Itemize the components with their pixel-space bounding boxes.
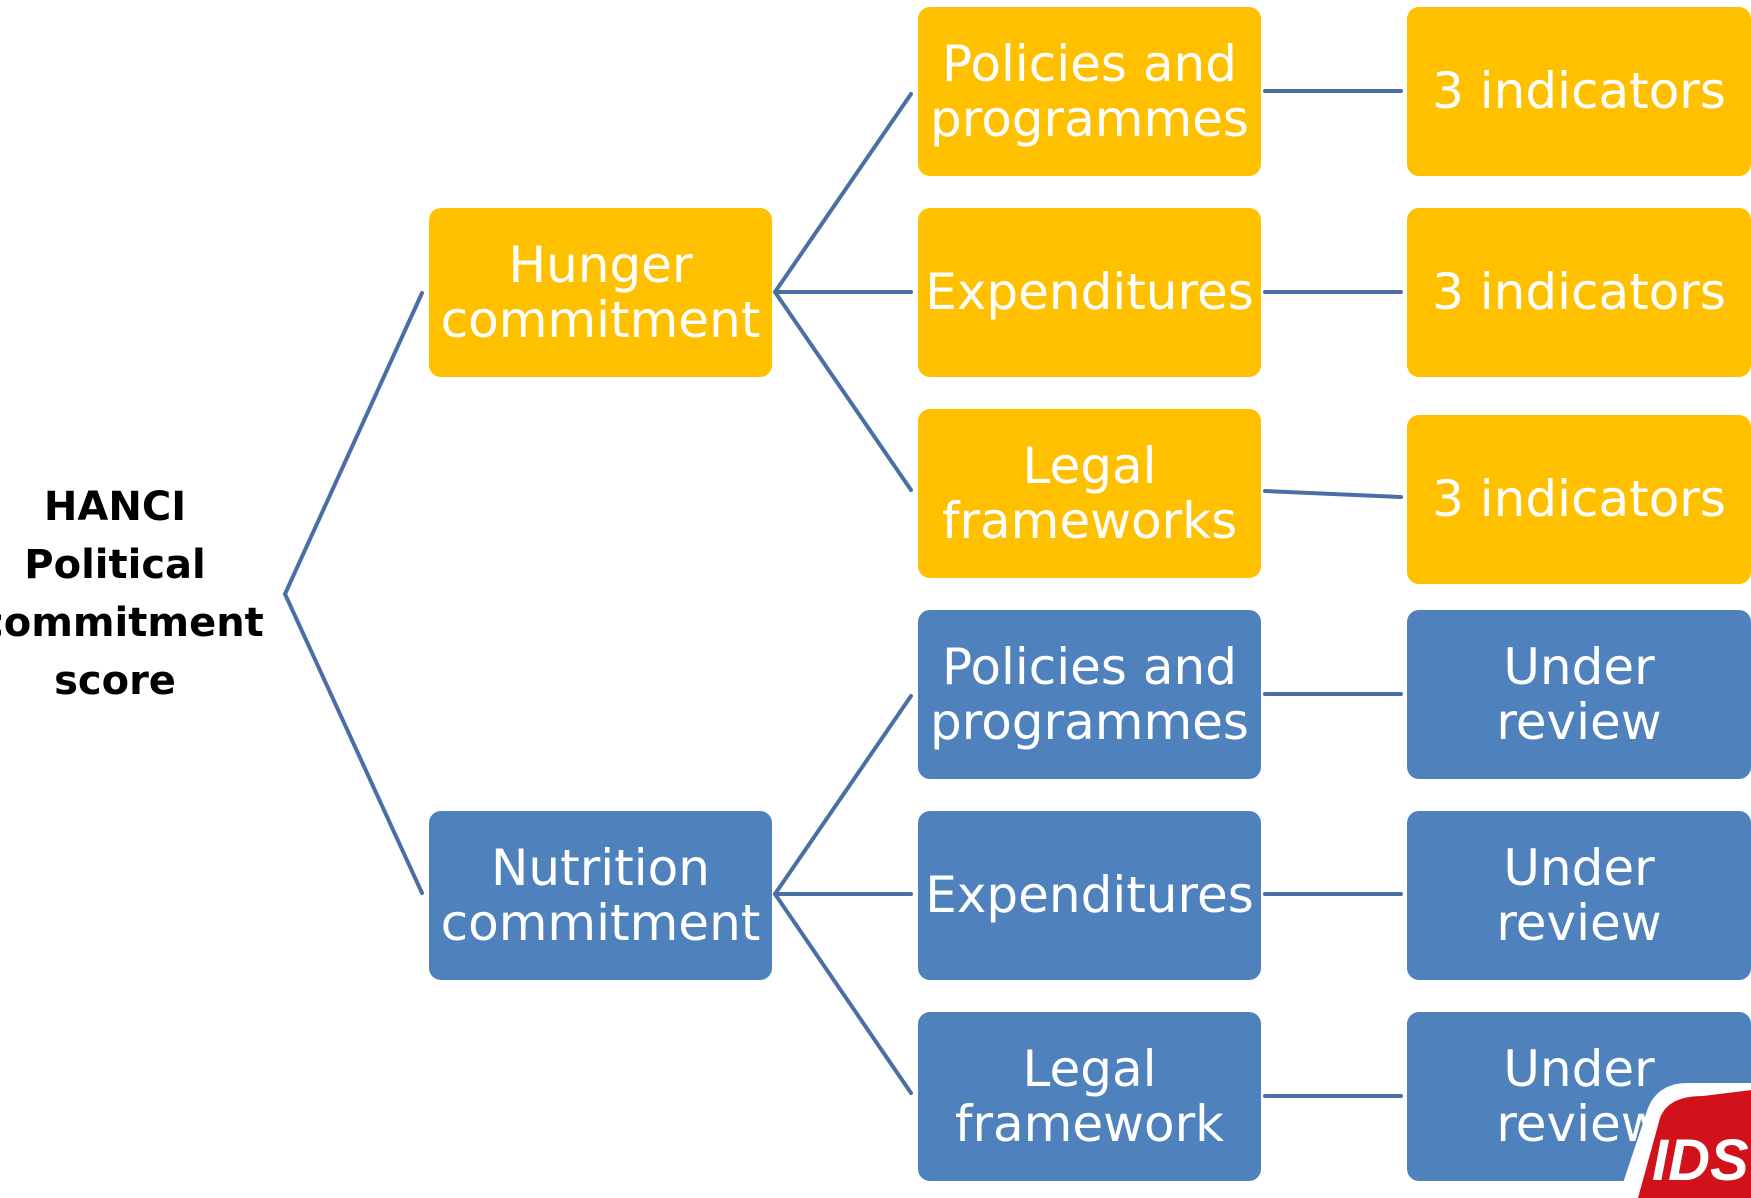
- nutrition-policies-result-label: Under review: [1496, 637, 1662, 751]
- connector-nutrition-policies: [773, 694, 913, 896]
- root-label: HANCI Political commitment score: [0, 484, 264, 704]
- ids-logo-text: IDS: [1652, 1128, 1749, 1193]
- hunger-legal-label: Legal frameworks: [941, 436, 1238, 550]
- nutrition-policies-result: Under review: [1407, 610, 1751, 779]
- connector-root-hunger: [283, 291, 424, 596]
- hunger-commitment-node: Hunger commitment: [429, 208, 772, 377]
- connector-hunger-legal-result: [1263, 489, 1403, 499]
- hunger-policies-result-label: 3 indicators: [1432, 62, 1726, 120]
- nutrition-legal-label: Legal framework: [954, 1039, 1225, 1153]
- connector-nutrition-legal: [773, 892, 913, 1095]
- hunger-commitment-label: Hunger commitment: [440, 235, 761, 349]
- hunger-expenditures-node: Expenditures: [918, 208, 1261, 377]
- nutrition-expenditures-result: Under review: [1407, 811, 1751, 980]
- ids-logo: IDS: [1618, 1083, 1751, 1198]
- connector-hunger-legal: [773, 290, 913, 492]
- hunger-legal-result: 3 indicators: [1407, 415, 1751, 584]
- hunger-policies-result: 3 indicators: [1407, 7, 1751, 176]
- nutrition-commitment-node: Nutrition commitment: [429, 811, 772, 980]
- nutrition-commitment-label: Nutrition commitment: [440, 838, 761, 952]
- nutrition-expenditures-result-label: Under review: [1496, 838, 1662, 952]
- hunger-expenditures-label: Expenditures: [925, 263, 1254, 321]
- connector-root-nutrition: [283, 592, 424, 895]
- hunger-legal-node: Legal frameworks: [918, 409, 1261, 578]
- nutrition-policies-label: Policies and programmes: [930, 637, 1249, 751]
- hunger-policies-label: Policies and programmes: [930, 34, 1249, 148]
- hunger-expenditures-result: 3 indicators: [1407, 208, 1751, 377]
- hunger-legal-result-label: 3 indicators: [1432, 470, 1726, 528]
- nutrition-legal-node: Legal framework: [918, 1012, 1261, 1181]
- nutrition-legal-result-label: Under review: [1496, 1039, 1662, 1153]
- nutrition-expenditures-label: Expenditures: [925, 866, 1254, 924]
- nutrition-policies-node: Policies and programmes: [918, 610, 1261, 779]
- connector-hunger-policies: [773, 92, 913, 294]
- hunger-expenditures-result-label: 3 indicators: [1432, 263, 1726, 321]
- hunger-policies-node: Policies and programmes: [918, 7, 1261, 176]
- nutrition-expenditures-node: Expenditures: [918, 811, 1261, 980]
